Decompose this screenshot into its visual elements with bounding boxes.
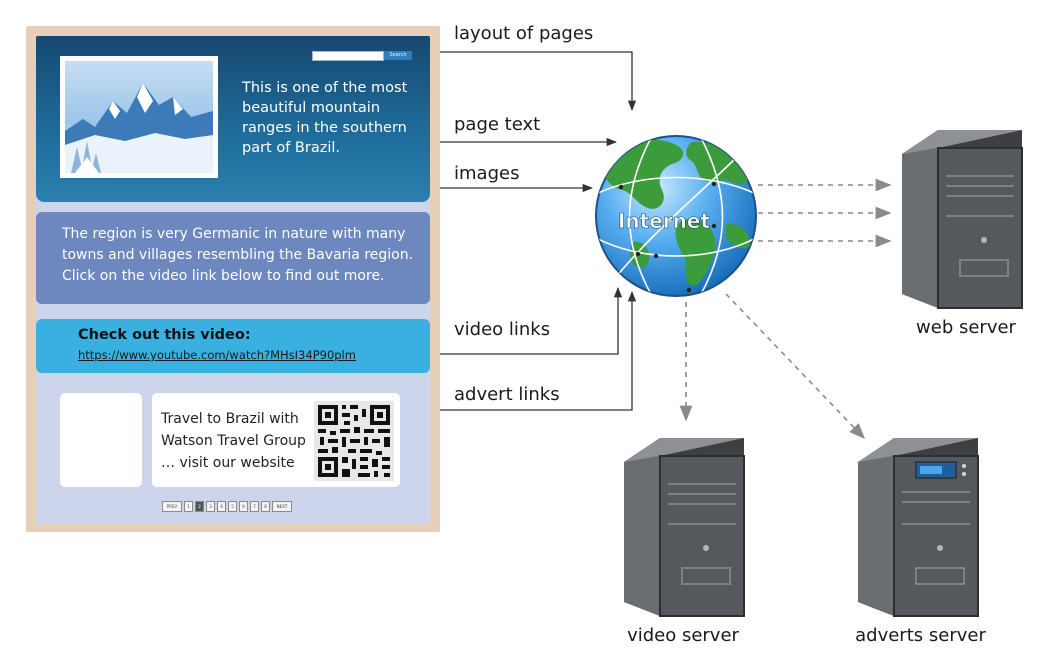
pager-next[interactable]: NEXT xyxy=(272,501,292,512)
video-server-icon xyxy=(624,438,745,617)
video-link[interactable]: https://www.youtube.com/watch?MHsI34P90p… xyxy=(78,348,356,362)
hero-text: This is one of the most beautiful mounta… xyxy=(242,80,408,156)
intro-text: The region is very Germanic in nature wi… xyxy=(62,226,414,284)
intro-section: The region is very Germanic in nature wi… xyxy=(36,212,430,304)
adverts-server-label: adverts server xyxy=(855,625,986,646)
ad-placeholder xyxy=(60,393,142,487)
advert-box[interactable]: Travel to Brazil with Watson Travel Grou… xyxy=(152,393,400,487)
qr-code-icon[interactable] xyxy=(314,401,394,481)
web-server-icon xyxy=(902,130,1023,309)
video-server-label: video server xyxy=(627,625,739,646)
pager-page-2[interactable]: 2 xyxy=(195,501,204,512)
search-button[interactable]: Search xyxy=(384,51,412,60)
video-title: Check out this video: xyxy=(78,327,251,343)
pagination: PREV 1 2 3 4 5 6 7 8 NEXT xyxy=(162,501,292,512)
adverts-server-icon xyxy=(858,438,979,617)
mountain-photo-frame xyxy=(60,56,218,178)
video-section: Check out this video: https://www.youtub… xyxy=(36,319,430,373)
mountain-photo xyxy=(65,61,213,173)
internet-label: Internet xyxy=(618,209,710,233)
pager-page-8[interactable]: 8 xyxy=(261,501,270,512)
advert-text: Travel to Brazil with Watson Travel Grou… xyxy=(161,411,306,471)
label-layout-of-pages: layout of pages xyxy=(454,23,594,44)
pager-page-1[interactable]: 1 xyxy=(184,501,193,512)
hero-banner: Search This is one of the most beautiful… xyxy=(36,36,430,202)
pager-page-3[interactable]: 3 xyxy=(206,501,215,512)
label-video-links: video links xyxy=(454,319,551,340)
pager-page-7[interactable]: 7 xyxy=(250,501,259,512)
layout-arrow xyxy=(412,51,637,112)
label-page-text: page text xyxy=(454,114,541,135)
internet-globe-icon: Internet xyxy=(595,135,757,297)
label-images: images xyxy=(454,163,520,184)
web-server-label: web server xyxy=(916,317,1016,338)
label-advert-links: advert links xyxy=(454,384,560,405)
advert-links-arrow xyxy=(396,290,637,411)
pager-page-4[interactable]: 4 xyxy=(217,501,226,512)
adverts-server-arrow xyxy=(725,293,866,440)
video-links-arrow xyxy=(394,286,623,355)
pager-prev[interactable]: PREV xyxy=(162,501,182,512)
pager-page-5[interactable]: 5 xyxy=(228,501,237,512)
search-input[interactable] xyxy=(312,51,384,61)
webpage: Search This is one of the most beautiful… xyxy=(36,36,430,524)
pager-page-6[interactable]: 6 xyxy=(239,501,248,512)
